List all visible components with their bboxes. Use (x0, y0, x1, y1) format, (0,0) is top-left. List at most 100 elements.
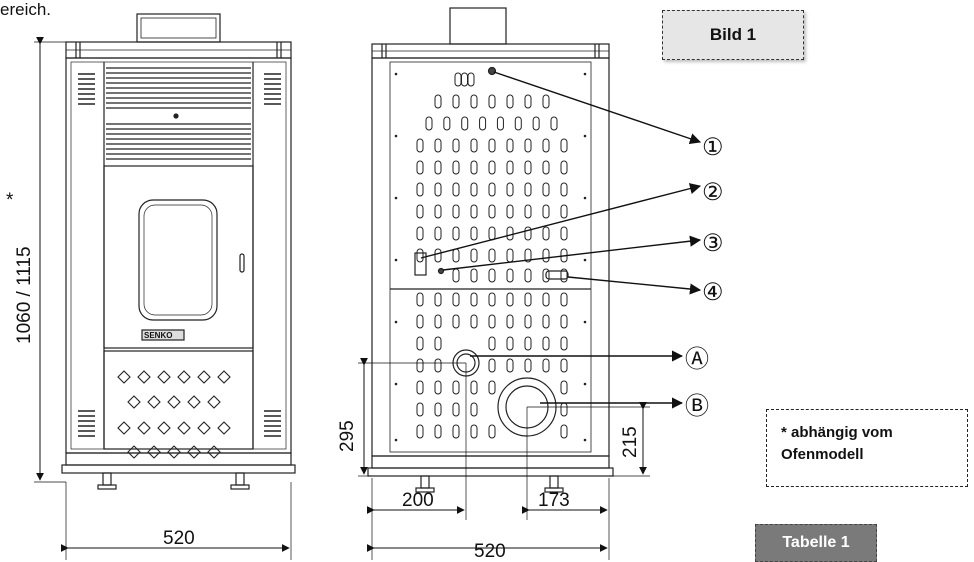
vent-slot (452, 248, 460, 263)
labels: SENKO 1060 / 1115 * 520 520 200 173 295 … (6, 134, 724, 560)
vent-slot (560, 226, 568, 241)
vent-slot (434, 248, 442, 263)
height-a-label: 295 (337, 420, 358, 452)
vent-slot (452, 380, 460, 395)
vent-slot (434, 160, 442, 175)
vent-slot (454, 72, 462, 87)
vent-slot (560, 204, 568, 219)
vent-slot (524, 94, 532, 109)
vent-slot (416, 380, 424, 395)
model-note-box: * abhängig vom Ofenmodell (766, 409, 968, 487)
vent-slot (560, 268, 568, 283)
vent-slot (542, 94, 550, 109)
vent-slot (560, 336, 568, 351)
vent-slot (560, 292, 568, 307)
vent-slot (470, 424, 478, 439)
model-note-line-1: * abhängig vom (781, 424, 893, 441)
vent-slot (550, 116, 558, 131)
vent-slot (416, 160, 424, 175)
vent-slot (560, 182, 568, 197)
vent-slot (470, 160, 478, 175)
vent-slot (506, 292, 514, 307)
vent-slot (488, 182, 496, 197)
vent-slot (452, 292, 460, 307)
vent-slot (434, 402, 442, 417)
vent-slot (425, 116, 433, 131)
vent-slot (416, 358, 424, 373)
vent-slot (524, 268, 532, 283)
front-height-label: 1060 / 1115 (14, 246, 35, 344)
vent-slot (488, 314, 496, 329)
vent-slot (452, 226, 460, 241)
front-width-label: 520 (163, 528, 195, 549)
vent-slot (506, 182, 514, 197)
vent-slot (434, 226, 442, 241)
vent-slot (506, 160, 514, 175)
vent-slot (506, 358, 514, 373)
vent-slot (416, 204, 424, 219)
vent-slot (488, 380, 496, 395)
vent-slot (488, 268, 496, 283)
vent-slot (434, 94, 442, 109)
vent-slot (452, 138, 460, 153)
front-height-asterisk: * (6, 190, 14, 211)
callout-a: Ⓐ (685, 346, 709, 373)
vent-slot (514, 116, 522, 131)
vent-slot (542, 138, 550, 153)
vent-slot (488, 336, 496, 351)
vent-slot (524, 226, 532, 241)
vent-slot (470, 204, 478, 219)
vent-slot (416, 292, 424, 307)
vent-slot (488, 358, 496, 373)
vent-slot (524, 160, 532, 175)
vent-slot (506, 268, 514, 283)
vent-slot (560, 358, 568, 373)
callout-3: ③ (702, 230, 724, 257)
vent-slot (506, 248, 514, 263)
brand-plate-text: SENKO (144, 331, 172, 340)
vent-slot (542, 358, 550, 373)
vent-slot (488, 94, 496, 109)
vent-slot (506, 314, 514, 329)
vent-slot (434, 424, 442, 439)
vent-slot (434, 314, 442, 329)
callout-leaders (420, 71, 702, 409)
height-b-label: 215 (620, 426, 641, 458)
rear-dimensions (358, 357, 650, 560)
vent-slot (434, 380, 442, 395)
vent-slot (488, 138, 496, 153)
vent-slot (470, 402, 478, 417)
front-view (61, 13, 296, 490)
vent-slot (488, 292, 496, 307)
vent-slot (496, 116, 504, 131)
vent-slot (461, 72, 468, 87)
vent-slot (506, 226, 514, 241)
vent-slot (479, 116, 487, 131)
vent-slot (470, 248, 478, 263)
vent-slot (470, 226, 478, 241)
vent-slot (416, 336, 424, 351)
vent-slot (452, 402, 460, 417)
vent-slot (434, 358, 442, 373)
vent-slot (452, 268, 460, 283)
vent-slot (560, 424, 568, 439)
vent-slot (452, 424, 460, 439)
vent-slot (542, 160, 550, 175)
vent-slot (461, 116, 469, 131)
model-note-line-2: Ofenmodell (781, 446, 864, 463)
vent-slot (470, 268, 478, 283)
vent-slot (416, 138, 424, 153)
vent-slot (416, 314, 424, 329)
vent-slot (470, 314, 478, 329)
vent-slot (506, 138, 514, 153)
vent-slot (524, 292, 532, 307)
vent-slot (542, 336, 550, 351)
vent-slot (434, 336, 442, 351)
figure-label-box: Bild 1 (662, 10, 804, 60)
vent-slot (452, 160, 460, 175)
vent-slot (470, 380, 478, 395)
vent-slot (532, 116, 540, 131)
table-label-box: Tabelle 1 (755, 524, 877, 562)
